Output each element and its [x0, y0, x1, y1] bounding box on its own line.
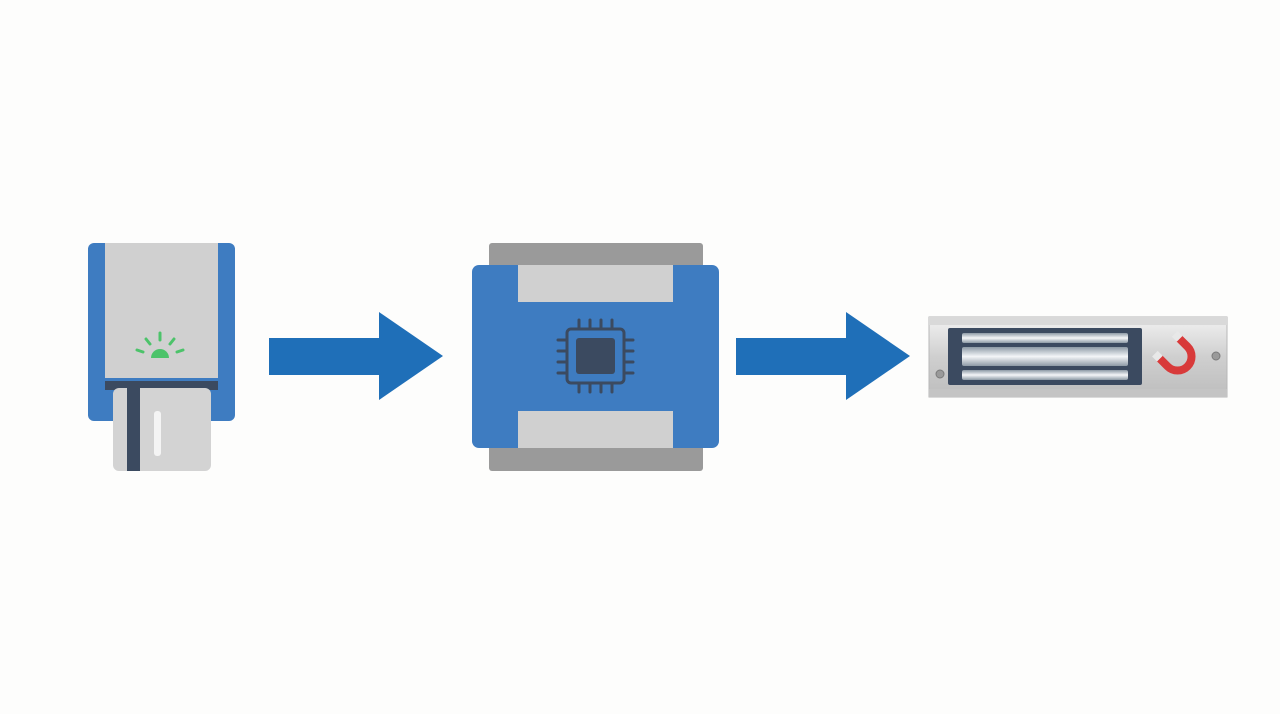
bottom-terminal-block	[518, 411, 673, 448]
bottom-rail	[489, 443, 703, 471]
top-terminal-block	[518, 265, 673, 302]
led-indicator-icon	[135, 331, 185, 358]
horseshoe-magnet-icon	[1152, 331, 1196, 375]
access-card-icon	[113, 388, 211, 471]
arrow-reader-to-controller	[269, 312, 443, 400]
magnetic-lock-icon	[928, 316, 1228, 398]
screw-left	[935, 369, 945, 379]
card-slot	[105, 381, 218, 390]
top-rail	[489, 243, 703, 271]
card-reader-icon	[88, 243, 235, 471]
arrow-controller-to-lock	[736, 312, 910, 400]
controller-board-icon	[472, 243, 719, 471]
microchip-icon	[556, 318, 635, 394]
screw-right	[1211, 351, 1221, 361]
